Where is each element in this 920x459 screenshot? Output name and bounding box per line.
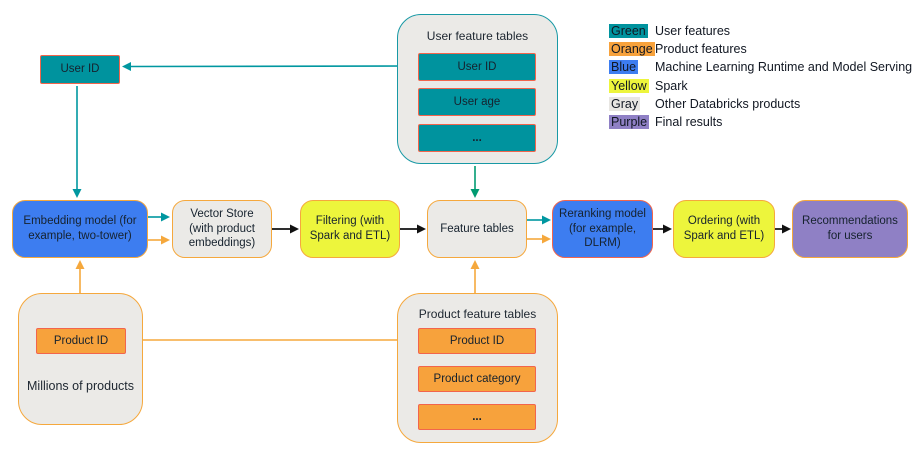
arrow-productid-productfeaturetables xyxy=(125,335,416,345)
product-feature-row-product-id-label: Product ID xyxy=(449,335,505,347)
legend-label-gray: Other Databricks products xyxy=(655,96,801,111)
arrow-featuretables-to-reranking-orange xyxy=(527,234,551,244)
arrow-embedding-to-vectorstore-teal xyxy=(148,212,170,222)
millions-of-products-caption: Millions of products xyxy=(27,379,134,393)
legend-item-green: Green User features xyxy=(609,23,912,38)
node-recommendations-label: Recommendations for users xyxy=(802,215,898,242)
node-vector-store: Vector Store (with product embeddings) xyxy=(172,200,272,258)
legend-swatch-orange: Orange xyxy=(609,42,655,57)
arrow-userid-userfeaturetables xyxy=(122,61,416,71)
product-feature-row-ellipsis: ... xyxy=(418,404,536,430)
node-filtering-label: Filtering (with Spark and ETL) xyxy=(309,215,391,242)
node-ordering: Ordering (with Spark and ETL) xyxy=(673,200,775,258)
user-feature-row-ellipsis: ... xyxy=(418,124,536,152)
legend-item-yellow: Yellow Spark xyxy=(609,78,912,93)
arrow-ordering-to-recommendations xyxy=(775,224,791,234)
legend-swatch-gray: Gray xyxy=(609,96,641,111)
millions-row-product-id: Product ID xyxy=(36,328,126,354)
legend-item-gray: Gray Other Databricks products xyxy=(609,96,912,111)
container-millions-of-products: Product ID Millions of products xyxy=(18,293,143,425)
arrow-featuretables-to-reranking-teal xyxy=(527,215,551,225)
user-feature-row-user-age-label: User age xyxy=(453,96,501,108)
arrow-embedding-to-vectorstore-orange xyxy=(148,235,170,245)
legend-label-yellow: Spark xyxy=(655,78,688,93)
user-feature-tables-title: User feature tables xyxy=(426,29,529,43)
legend-label-green: User features xyxy=(655,23,731,38)
arrow-userfeaturetables-to-featuretables xyxy=(470,166,480,198)
node-reranking-model: Reranking model (for example, DLRM) xyxy=(552,200,653,258)
legend-label-blue: Machine Learning Runtime and Model Servi… xyxy=(655,60,913,75)
user-feature-row-user-id: User ID xyxy=(418,53,536,81)
product-feature-tables-title: Product feature tables xyxy=(418,307,537,321)
node-embedding-model-label: Embedding model (for example, two-tower) xyxy=(23,215,137,242)
node-recommendations: Recommendations for users xyxy=(792,200,908,258)
node-user-id: User ID xyxy=(40,55,120,84)
arrow-reranking-to-ordering xyxy=(653,224,672,234)
legend-item-blue: Blue Machine Learning Runtime and Model … xyxy=(609,60,913,75)
legend-item-orange: Orange Product features xyxy=(609,42,912,57)
arrow-vectorstore-to-filtering xyxy=(272,224,299,234)
container-user-feature-tables: User feature tables User ID User age ... xyxy=(397,14,558,164)
legend-label-purple: Final results xyxy=(655,115,723,130)
legend-swatch-purple: Purple xyxy=(609,115,650,130)
node-feature-tables-label: Feature tables xyxy=(440,222,514,235)
product-feature-row-product-category-label: Product category xyxy=(433,373,521,385)
legend-swatch-blue: Blue xyxy=(609,60,639,75)
product-feature-row-product-id: Product ID xyxy=(418,328,536,354)
arrow-userid-to-embedding xyxy=(72,86,82,198)
user-feature-row-ellipsis-label: ... xyxy=(472,132,482,144)
product-feature-row-product-category: Product category xyxy=(418,366,536,392)
node-user-id-label: User ID xyxy=(60,63,100,76)
container-product-feature-tables: Product feature tables Product ID Produc… xyxy=(397,293,558,443)
legend: Green User features Orange Product featu… xyxy=(609,23,913,134)
node-ordering-label: Ordering (with Spark and ETL) xyxy=(683,215,765,242)
arrow-productfeaturetables-to-featuretables xyxy=(470,260,480,293)
node-vector-store-label: Vector Store (with product embeddings) xyxy=(188,207,256,250)
node-reranking-model-label: Reranking model (for example, DLRM) xyxy=(559,207,646,250)
legend-item-purple: Purple Final results xyxy=(609,115,912,130)
user-feature-row-user-id-label: User ID xyxy=(457,61,497,73)
legend-swatch-green: Green xyxy=(609,23,648,38)
millions-row-product-id-label: Product ID xyxy=(53,335,109,347)
product-feature-row-ellipsis-label: ... xyxy=(472,411,482,423)
legend-label-orange: Product features xyxy=(655,42,747,57)
arrow-filtering-to-featuretables xyxy=(400,224,426,234)
user-feature-row-user-age: User age xyxy=(418,88,536,116)
node-embedding-model: Embedding model (for example, two-tower) xyxy=(12,200,148,258)
node-filtering: Filtering (with Spark and ETL) xyxy=(300,200,400,258)
node-feature-tables: Feature tables xyxy=(427,200,527,258)
legend-swatch-yellow: Yellow xyxy=(609,78,649,93)
